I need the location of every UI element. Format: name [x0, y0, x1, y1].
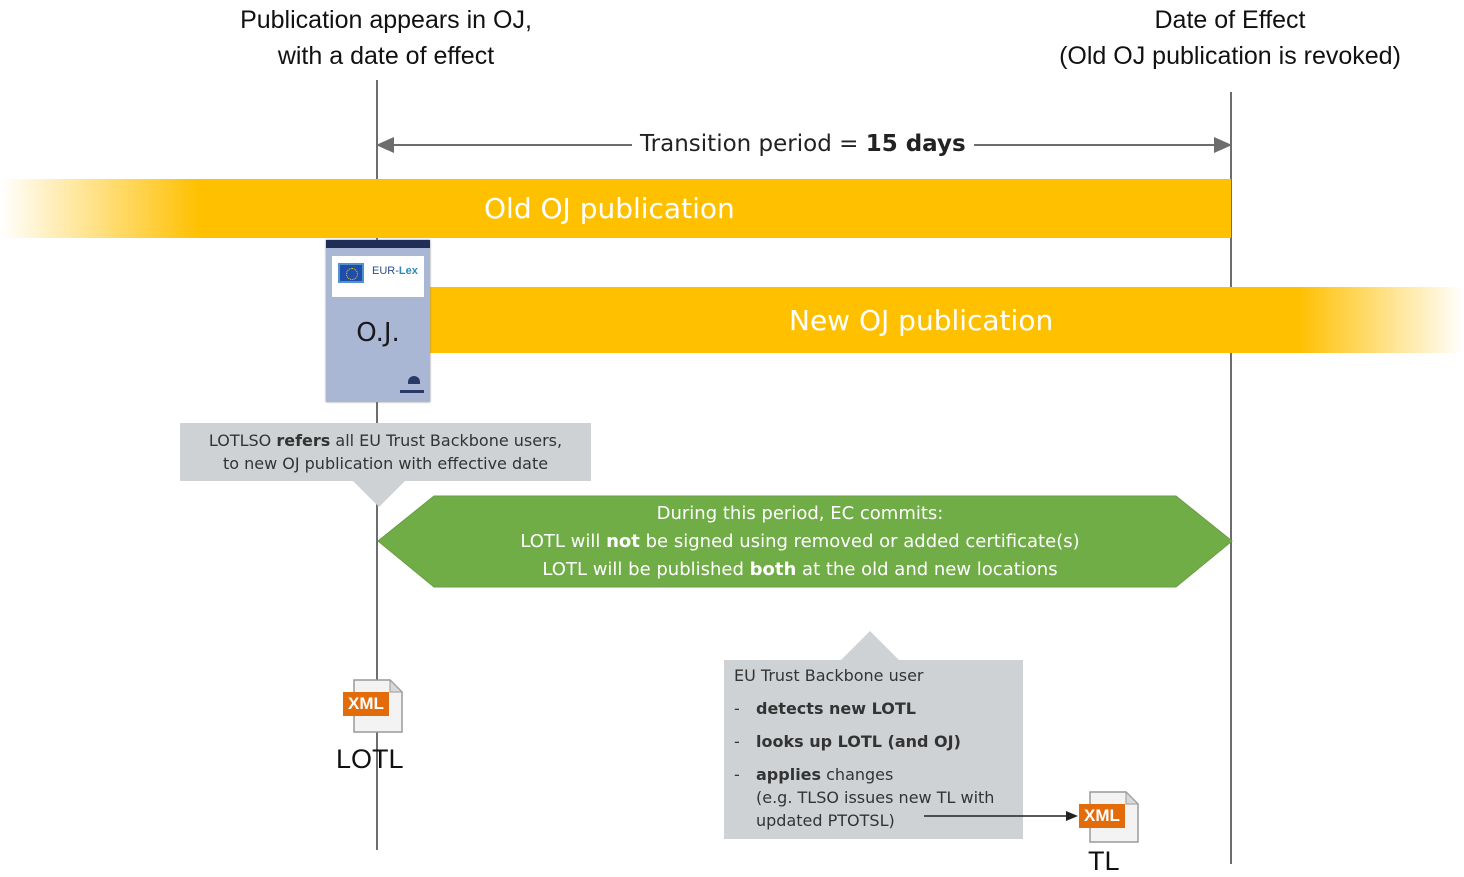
- commit-hexagon: [377, 495, 1233, 588]
- lotl-xml-badge: XML: [348, 694, 384, 713]
- lotl-label: LOTL: [336, 744, 404, 774]
- tl-xml-file-icon: [1079, 790, 1140, 843]
- old-oj-band: Old OJ publication: [0, 179, 1231, 238]
- tl-label: TL: [1088, 846, 1120, 876]
- oj-footer-mark: [400, 390, 424, 393]
- commit-line3: LOTL will be published both at the old a…: [542, 559, 1058, 580]
- date-of-effect-header-line2: (Old OJ publication is revoked): [1059, 42, 1401, 70]
- tl-xml-badge: XML: [1084, 806, 1120, 825]
- eurlex-brand-suffix: Lex: [398, 265, 418, 277]
- date-of-effect-header-line1: Date of Effect: [1154, 6, 1306, 34]
- lotlso-callout: LOTLSO refers all EU Trust Backbone user…: [180, 423, 591, 481]
- oj-emblem-icon: [408, 376, 420, 384]
- oj-document-cover: EUR-Lex O.J.: [326, 240, 430, 402]
- commit-text: During this period, EC commits: LOTL wil…: [400, 500, 1200, 584]
- commit-line2: LOTL will not be signed using removed or…: [520, 531, 1080, 552]
- publication-header-line1: Publication appears in OJ,: [240, 6, 532, 34]
- lotlso-callout-pointer: [352, 480, 406, 507]
- date-of-effect-timeline: [1230, 92, 1232, 864]
- lotl-xml-file-icon: [343, 678, 404, 733]
- eurlex-brand: EUR-Lex: [372, 265, 418, 277]
- tl-arrow: [924, 811, 1078, 821]
- user-box-pointer: [840, 631, 900, 661]
- publication-header-line2: with a date of effect: [277, 42, 495, 70]
- eurlex-brand-prefix: EUR-: [372, 265, 399, 277]
- lotlso-line2: to new OJ publication with effective dat…: [222, 454, 549, 473]
- eurlex-logo: EUR-Lex: [332, 256, 424, 297]
- transition-value: 15 days: [865, 131, 966, 157]
- new-oj-band: New OJ publication: [428, 287, 1464, 353]
- user-box-title: EU Trust Backbone user: [734, 666, 924, 685]
- commit-line1: During this period, EC commits:: [656, 503, 944, 524]
- oj-cover-topbar: [326, 240, 430, 248]
- old-oj-label: Old OJ publication: [484, 192, 735, 225]
- user-item-applies: -applies changes: [734, 765, 894, 784]
- oj-title: O.J.: [356, 318, 400, 348]
- user-item-looks-up: -looks up LOTL (and OJ): [734, 732, 961, 751]
- date-of-effect-header: Date of Effect (Old OJ publication is re…: [1020, 2, 1440, 74]
- user-item-applies-line3: updated PTOTSL): [756, 811, 895, 830]
- transition-prefix: Transition period =: [640, 131, 866, 157]
- user-item-detects: -detects new LOTL: [734, 699, 916, 718]
- publication-header: Publication appears in OJ, with a date o…: [186, 2, 586, 74]
- eu-flag-icon: [338, 263, 364, 283]
- new-oj-label: New OJ publication: [789, 303, 1054, 337]
- transition-period-label: Transition period = 15 days: [632, 127, 974, 161]
- lotlso-line1: LOTLSO refers all EU Trust Backbone user…: [208, 431, 563, 450]
- user-item-applies-line2: (e.g. TLSO issues new TL with: [756, 788, 995, 807]
- user-box-background: [724, 660, 1023, 839]
